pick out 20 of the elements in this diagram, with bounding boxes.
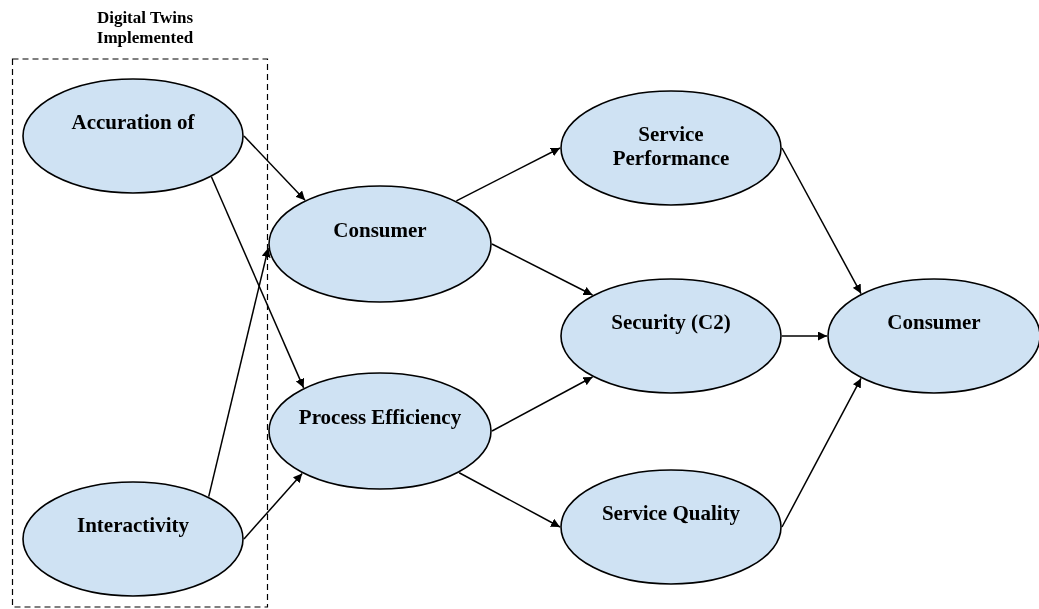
arrow: [491, 376, 594, 432]
node-label: Interactivity: [76, 513, 190, 537]
arrow: [781, 147, 862, 295]
arrow: [210, 176, 305, 389]
arrow: [781, 377, 862, 528]
arrow: [781, 331, 828, 341]
node-label: Consumer: [886, 310, 982, 334]
arrow: [207, 247, 271, 498]
node-label: Process Efficiency: [297, 405, 463, 429]
node-label: Service Quality: [600, 501, 742, 525]
node-label: Consumer: [332, 218, 428, 242]
arrow: [243, 472, 303, 540]
arrow: [458, 471, 561, 528]
arrow: [455, 147, 561, 202]
arrow: [243, 135, 306, 201]
node-label: Accuration of: [70, 110, 196, 134]
group-heading: Digital Twins Implemented: [95, 8, 195, 48]
node-label: Service Performance: [611, 122, 731, 170]
node-label: Security (C2): [610, 310, 732, 334]
arrow: [491, 243, 594, 296]
